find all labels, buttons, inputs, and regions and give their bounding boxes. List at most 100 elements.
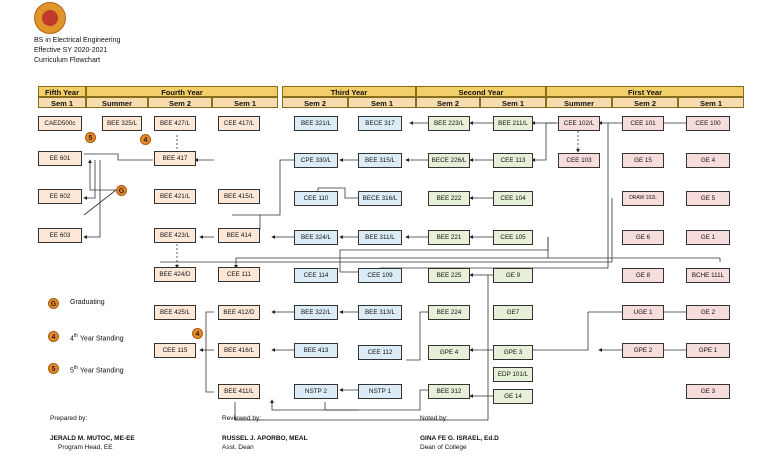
- course-box: BEE 416/L: [218, 343, 260, 358]
- course-box: CEE 110: [294, 191, 338, 206]
- course-box: GE 8: [622, 268, 664, 283]
- course-box: BCHE 111L: [686, 268, 730, 283]
- course-box: CAED500c: [38, 116, 82, 131]
- fourth-year-standing-badge: 4: [140, 134, 151, 145]
- course-box: BEE 211/L: [493, 116, 533, 131]
- course-box: BEE 421/L: [154, 189, 196, 204]
- sem-header-y4s2: Sem 2: [148, 97, 212, 108]
- course-box: BEE 425/L: [154, 305, 196, 320]
- course-box: GE 6: [622, 230, 664, 245]
- sem-header-y3s2: Sem 2: [282, 97, 348, 108]
- course-box: BEE 312: [428, 384, 470, 399]
- course-box: GPE 1: [686, 343, 730, 358]
- course-box: NSTP 2: [294, 384, 338, 399]
- legend-graduating-label: Graduating: [70, 299, 105, 306]
- course-box: CEE 102/L: [558, 116, 600, 131]
- sem-header-y4s1: Sem 1: [212, 97, 278, 108]
- course-box: CPE 330/L: [294, 153, 338, 168]
- year-header-first: First Year: [546, 86, 744, 97]
- noted-by-title: Dean of College: [420, 444, 467, 451]
- course-box: CEE 115: [154, 343, 196, 358]
- course-box: GE 9: [493, 268, 533, 283]
- course-box: BEE 414: [218, 228, 260, 243]
- year-header-fourth: Fourth Year: [86, 86, 278, 97]
- course-box: CEE 109: [358, 268, 402, 283]
- flowchart-label: Curriculum Flowchart: [34, 57, 101, 64]
- course-box: BEE 222: [428, 191, 470, 206]
- course-box: DRAW 102L: [622, 191, 664, 206]
- course-box: BECE 317: [358, 116, 402, 131]
- reviewed-by-title: Asst. Dean: [222, 444, 254, 451]
- college-seal-logo: [34, 2, 66, 34]
- course-box: GE7: [493, 305, 533, 320]
- course-box: BEE 321/L: [294, 116, 338, 131]
- course-box: GE 4: [686, 153, 730, 168]
- reviewed-by-label: Reviewed by:: [222, 415, 262, 422]
- sem-header-y1s2: Sem 2: [612, 97, 678, 108]
- course-box: EE 601: [38, 151, 82, 166]
- legend-fourth-label: 4th Year Standing: [70, 333, 124, 343]
- course-box: CEE 100: [686, 116, 730, 131]
- prepared-by-label: Prepared by:: [50, 415, 88, 422]
- legend-fourth-badge: 4: [48, 331, 59, 342]
- fifth-year-standing-badge: 5: [85, 132, 96, 143]
- course-box: BEE 412/D: [218, 305, 260, 320]
- sem-header-y1s1: Sem 1: [678, 97, 744, 108]
- course-box: BEE 411/L: [218, 384, 260, 399]
- course-box: BEE 424/D: [154, 267, 196, 282]
- course-box: GE 2: [686, 305, 730, 320]
- course-box: GE 14: [493, 389, 533, 404]
- course-box: CEE 111: [218, 267, 260, 282]
- course-box: BEE 423/L: [154, 228, 196, 243]
- effectivity: Effective SY 2020-2021: [34, 47, 108, 54]
- program-name: BS in Electrical Engineering: [34, 37, 121, 44]
- noted-by-label: Noted by:: [420, 415, 448, 422]
- fourth-year-standing-badge: 4: [192, 328, 203, 339]
- course-box: CEE 417/L: [218, 116, 260, 131]
- course-box: BEE 311/L: [358, 230, 402, 245]
- course-box: BEE 315/L: [358, 153, 402, 168]
- sem-header-y5s1: Sem 1: [38, 97, 86, 108]
- course-box: BEE 415/L: [218, 189, 260, 204]
- sem-header-y4summer: Summer: [86, 97, 148, 108]
- course-box: BEE 221: [428, 230, 470, 245]
- prepared-by-title: Program Head, EE: [58, 444, 113, 451]
- noted-by-name: GINA FE G. ISRAEL, Ed.D: [420, 435, 499, 442]
- course-box: GE 5: [686, 191, 730, 206]
- course-box: CEE 112: [358, 345, 402, 360]
- course-box: BEE 427/L: [154, 116, 196, 131]
- course-box: BEE 223/L: [428, 116, 470, 131]
- course-box: CEE 101: [622, 116, 664, 131]
- course-box: BEE 324/L: [294, 230, 338, 245]
- sem-header-y3s1: Sem 1: [348, 97, 416, 108]
- course-box: BEE 224: [428, 305, 470, 320]
- prepared-by-name: JERALD M. MUTOC, ME-EE: [50, 435, 135, 442]
- course-box: GE 3: [686, 384, 730, 399]
- sem-header-y2s2: Sem 2: [416, 97, 480, 108]
- course-box: NSTP 1: [358, 384, 402, 399]
- reviewed-by-name: RUSSEL J. APORBO, MEAL: [222, 435, 308, 442]
- course-box: CEE 104: [493, 191, 533, 206]
- course-box: BECE 316/L: [358, 191, 402, 206]
- year-header-fifth: Fifth Year: [38, 86, 86, 97]
- year-header-second: Second Year: [416, 86, 546, 97]
- course-box: GPE 2: [622, 343, 664, 358]
- course-box: EE 603: [38, 228, 82, 243]
- course-box: GPE 3: [493, 345, 533, 360]
- course-box: BEE 413: [294, 343, 338, 358]
- course-box: GE 1: [686, 230, 730, 245]
- sem-header-y2s1: Sem 1: [480, 97, 546, 108]
- course-box: EE 602: [38, 189, 82, 204]
- course-box: CEE 103: [558, 153, 600, 168]
- course-box: EDP 101/L: [493, 367, 533, 382]
- legend-fifth-label: 5th Year Standing: [70, 365, 124, 375]
- course-box: BEE 322/L: [294, 305, 338, 320]
- course-box: BEE 313/L: [358, 305, 402, 320]
- program-title-block: BS in Electrical Engineering Effective S…: [34, 36, 120, 66]
- course-box: BEE 417: [154, 151, 196, 166]
- course-box: CEE 105: [493, 230, 533, 245]
- course-box: GPE 4: [428, 345, 470, 360]
- course-box: BEE 325/L: [102, 116, 142, 131]
- year-header-third: Third Year: [282, 86, 416, 97]
- graduating-badge: G: [116, 185, 127, 196]
